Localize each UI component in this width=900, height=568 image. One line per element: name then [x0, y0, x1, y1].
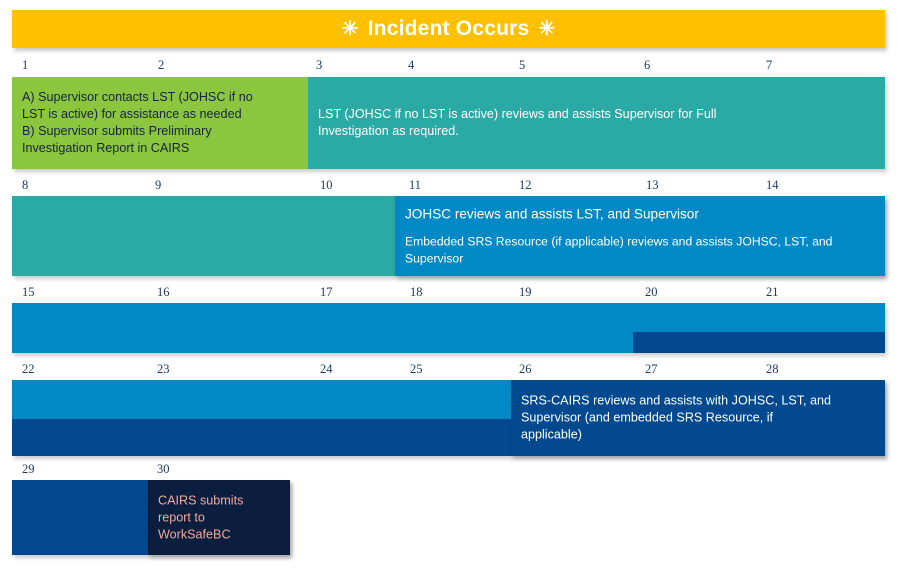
bar-row-days-15-21 — [12, 303, 885, 353]
segment-line: B) Supervisor submits Preliminary — [22, 124, 212, 138]
day-number: 13 — [646, 178, 659, 192]
ruler-days-22-28: 22 23 24 25 26 27 28 — [0, 360, 900, 379]
segment-cairs-submits-report: CAIRS submits report to WorkSafeBC — [148, 480, 290, 555]
bar-row-days-29-30: CAIRS submits report to WorkSafeBC — [12, 480, 290, 555]
day-number: 25 — [410, 362, 423, 376]
day-number: 18 — [410, 285, 423, 299]
star-icon-left: ✳ — [341, 18, 359, 40]
segment-line: CAIRS submits — [158, 493, 244, 507]
day-number: 12 — [519, 178, 532, 192]
title-banner: ✳ Incident Occurs ✳ — [12, 10, 885, 48]
day-number: 20 — [645, 285, 658, 299]
bar-row-days-22-28: SRS-CAIRS reviews and assists with JOHSC… — [12, 380, 885, 456]
segment-johsc-reviews: JOHSC reviews and assists LST, and Super… — [395, 196, 885, 276]
star-icon-right: ✳ — [538, 18, 556, 40]
day-number: 22 — [22, 362, 35, 376]
ruler-days-8-14: 8 9 10 11 12 13 14 — [0, 176, 900, 195]
day-number: 23 — [157, 362, 170, 376]
day-number: 1 — [22, 58, 29, 72]
day-number: 24 — [320, 362, 333, 376]
day-number: 28 — [766, 362, 779, 376]
day-number: 14 — [766, 178, 779, 192]
day-number: 2 — [158, 58, 165, 72]
day-number: 27 — [645, 362, 658, 376]
day-number: 3 — [316, 58, 323, 72]
segment-dark-blue-start — [633, 332, 885, 353]
day-number: 19 — [519, 285, 532, 299]
segment-line: SRS-CAIRS reviews and assists with JOHSC… — [521, 393, 832, 408]
page-title: ✳ Incident Occurs ✳ — [333, 17, 565, 41]
segment-line: Supervisor (and embedded SRS Resource, i… — [521, 410, 774, 425]
day-number: 21 — [766, 285, 779, 299]
day-number: 9 — [155, 178, 162, 192]
segment-supervisor-actions: A) Supervisor contacts LST (JOHSC if no … — [12, 77, 308, 169]
segment-line: LST is active) for assistance as needed — [22, 107, 242, 121]
bar-row-days-8-14: JOHSC reviews and assists LST, and Super… — [12, 196, 885, 276]
segment-heading: JOHSC reviews and assists LST, and Super… — [405, 206, 699, 222]
day-number: 4 — [408, 58, 415, 72]
segment-lst-reviews: LST (JOHSC if no LST is active) reviews … — [308, 77, 885, 169]
day-number: 8 — [22, 178, 29, 192]
day-number: 10 — [320, 178, 333, 192]
segment-line: WorkSafeBC — [158, 527, 231, 541]
segment-line: Investigation as required. — [318, 124, 459, 138]
segment-line: A) Supervisor contacts LST (JOHSC if no — [22, 90, 253, 104]
day-number: 30 — [157, 462, 170, 476]
day-number: 7 — [766, 58, 773, 72]
segment-line: Investigation Report in CAIRS — [22, 141, 190, 155]
day-number: 6 — [644, 58, 651, 72]
segment-subtext: Embedded SRS Resource (if applicable) re… — [405, 234, 833, 266]
segment-line: LST (JOHSC if no LST is active) reviews … — [318, 107, 717, 121]
day-number: 15 — [22, 285, 35, 299]
title-label: Incident Occurs — [367, 17, 530, 40]
segment-line: report to — [158, 510, 205, 524]
segment-teal-continuation — [12, 196, 395, 276]
day-number: 26 — [519, 362, 532, 376]
segment-line: applicable) — [521, 427, 582, 442]
ruler-days-15-21: 15 16 17 18 19 20 21 — [0, 283, 900, 302]
bar-row-days-1-7: A) Supervisor contacts LST (JOHSC if no … — [12, 77, 885, 169]
day-number: 11 — [409, 178, 422, 192]
ruler-days-29-30: 29 30 — [0, 460, 900, 479]
day-number: 29 — [22, 462, 35, 476]
day-number: 17 — [320, 285, 333, 299]
ruler-days-1-7: 1 2 3 4 5 6 7 — [0, 56, 900, 75]
day-number: 5 — [519, 58, 526, 72]
segment-srs-cairs-reviews: SRS-CAIRS reviews and assists with JOHSC… — [511, 380, 885, 456]
day-number: 16 — [157, 285, 170, 299]
